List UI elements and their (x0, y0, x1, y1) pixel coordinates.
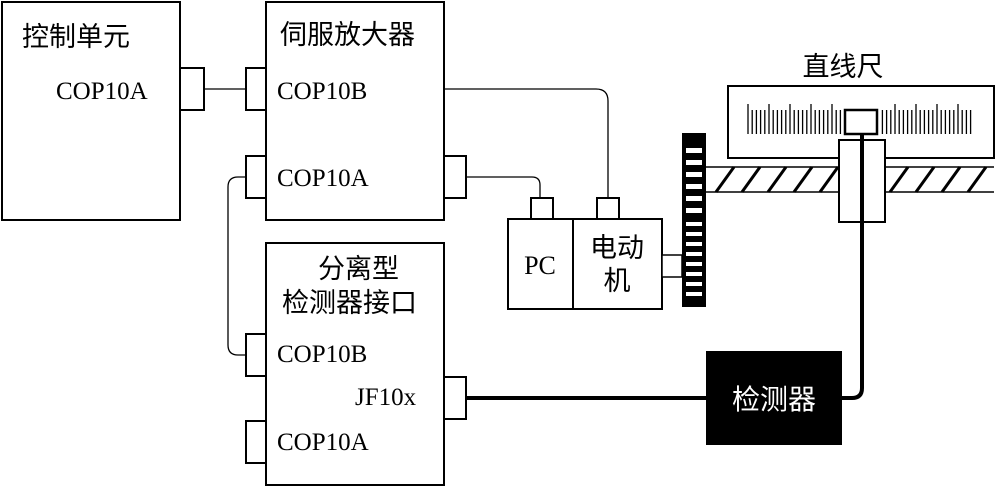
scale-graduations (747, 104, 972, 134)
control-unit-block: 控制单元 COP10A (1, 1, 205, 221)
cable-servo-to-sdi (227, 176, 246, 356)
servo-port-cop10b (245, 67, 267, 111)
motor-label-line2: 机 (604, 266, 631, 297)
servo-port-cop10a-label: COP10A (277, 165, 369, 192)
control-unit-port-cop10a (179, 67, 205, 111)
signal-cables (204, 88, 609, 356)
servo-motor-output-port (443, 155, 467, 199)
detector-cables (466, 134, 864, 400)
pc-label: PC (524, 251, 556, 280)
sdi-port-cop10a-label: COP10A (277, 429, 369, 456)
sdi-port-cop10a (245, 420, 267, 464)
motor-shaft (661, 254, 683, 278)
sdi-title-line2: 检测器接口 (282, 288, 417, 319)
control-unit-port-cop10a-label: COP10A (56, 78, 148, 105)
sdi-port-jf10x-label: JF10x (355, 384, 417, 411)
motor-label-line1: 电动 (590, 233, 644, 264)
detector-block: 检测器 (706, 351, 842, 445)
servo-amplifier-block: 伺服放大器 COP10B COP10A (245, 1, 467, 221)
separate-detector-interface-block: 分离型 检测器接口 COP10B JF10x COP10A (245, 242, 467, 486)
servo-port-cop10a (245, 155, 267, 199)
scale-read-head (843, 108, 879, 136)
sdi-title-line1: 分离型 (318, 254, 399, 285)
pc-connector (530, 197, 554, 220)
cable-detector-to-scale (842, 134, 864, 400)
cable-servo-to-motor (444, 88, 609, 198)
servo-amplifier-title: 伺服放大器 (280, 20, 415, 51)
sdi-port-cop10b-label: COP10B (277, 341, 367, 368)
control-unit-title: 控制单元 (22, 22, 130, 53)
motor-unit-block: PC 电动 机 (507, 197, 683, 310)
linear-scale-title: 直线尺 (803, 52, 884, 83)
detector-label: 检测器 (732, 383, 816, 416)
servo-port-cop10b-label: COP10B (277, 78, 367, 105)
cable-servo-to-pc (466, 176, 541, 198)
coupling-gear (682, 133, 706, 307)
sdi-port-cop10b (245, 333, 267, 377)
motor-connector (596, 197, 620, 220)
sdi-port-jf10x (443, 376, 467, 420)
